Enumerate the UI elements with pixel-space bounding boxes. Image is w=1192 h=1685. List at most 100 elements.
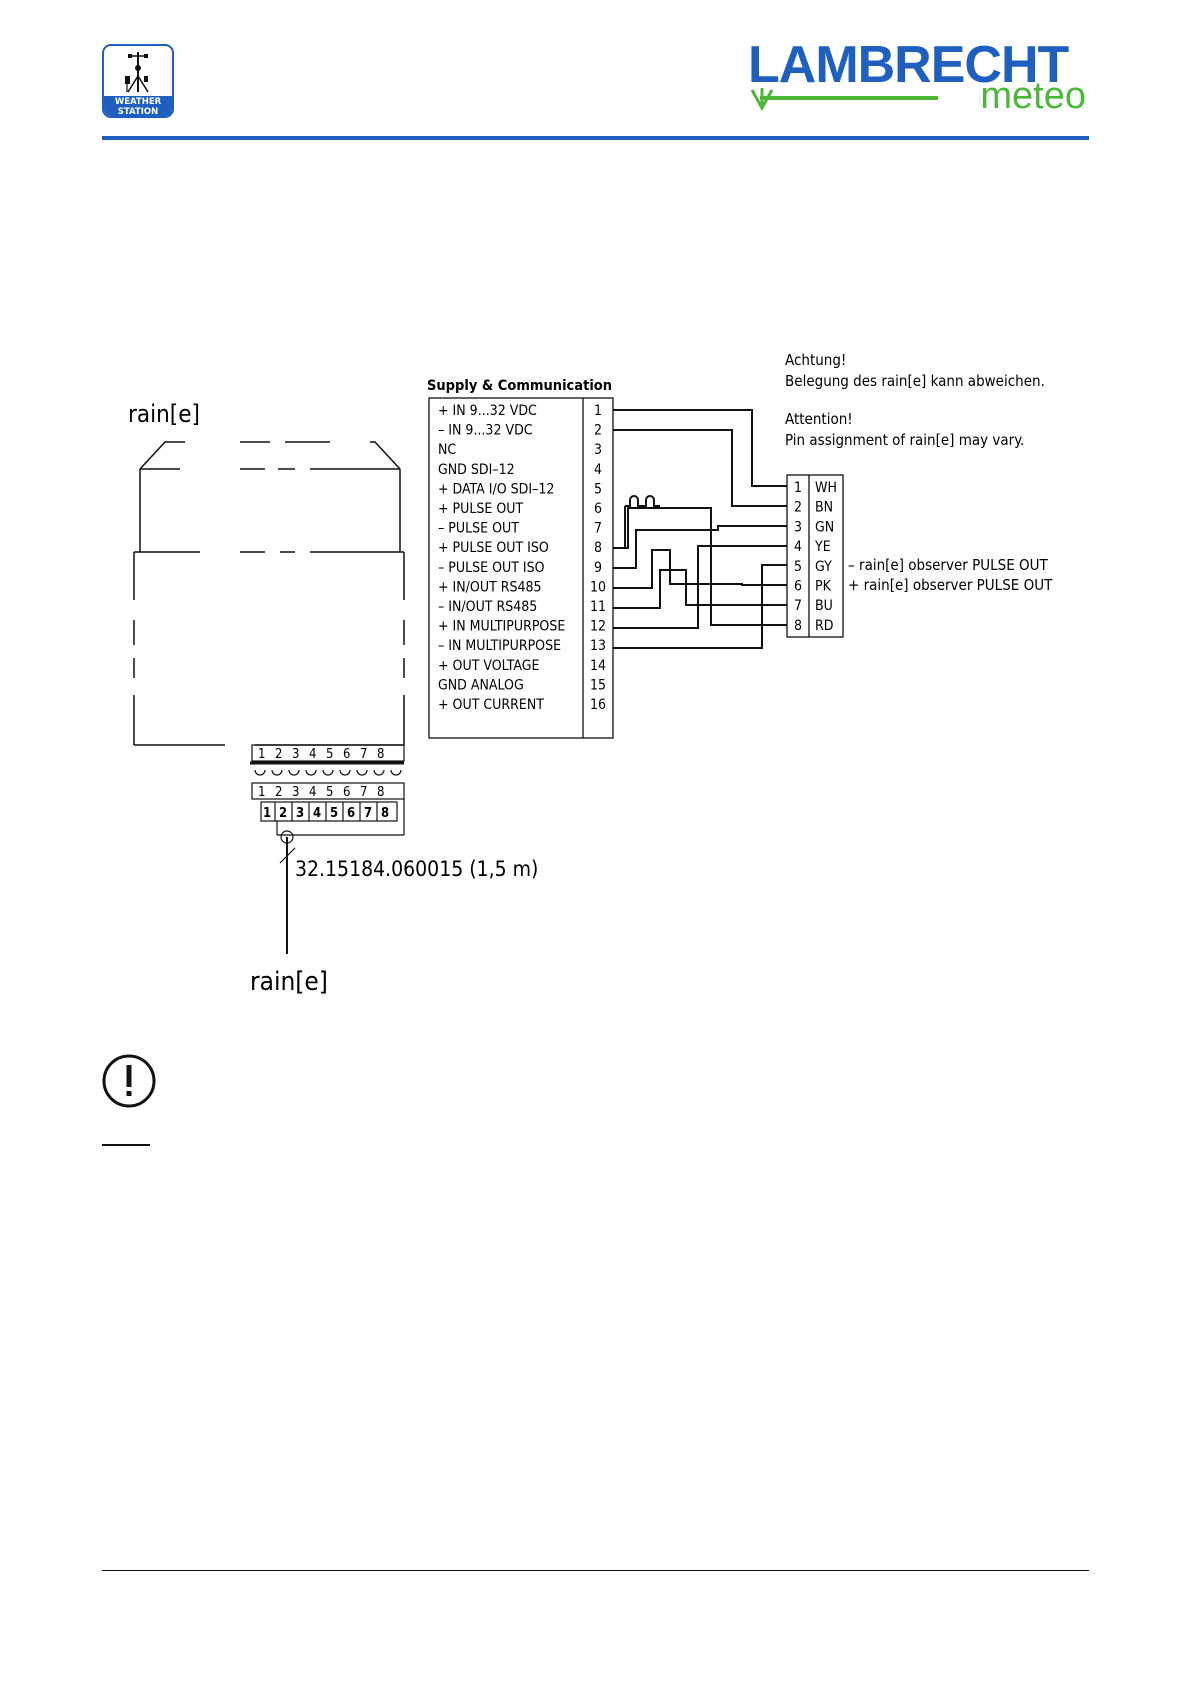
plug-pin-number: 6 [347, 806, 355, 821]
connector-pin-color: PK [815, 579, 832, 595]
terminal-label: GND SDI–12 [438, 462, 515, 478]
terminal-label: + PULSE OUT [438, 501, 523, 517]
plug-pin-number: 2 [279, 806, 287, 821]
plug-pin-number: 4 [309, 785, 316, 800]
plug-pin-numbers-middle: 1 2 3 4 5 6 7 8 [258, 785, 384, 800]
terminal-number: 7 [594, 521, 602, 537]
plug-pin-number: 8 [381, 806, 389, 821]
plug-pin-number: 7 [360, 785, 367, 800]
terminal-label: – IN MULTIPURPOSE [438, 638, 561, 654]
plug-pin-number: 3 [292, 785, 299, 800]
terminal-label: + DATA I/O SDI–12 [438, 481, 554, 497]
plug-pin-number: 2 [275, 747, 282, 762]
plug-pin-number: 5 [326, 747, 333, 762]
plug-pin-number: 6 [343, 747, 350, 762]
terminal-label: – IN 9...32 VDC [438, 423, 533, 439]
connector-pin-number: 3 [794, 519, 802, 535]
brand-primary: LAMBRECHT [748, 36, 1069, 94]
plug-pin-number: 3 [296, 806, 304, 821]
sensor-plug [250, 744, 405, 954]
brand-underline [750, 88, 938, 112]
connector-block [786, 474, 844, 638]
plug-pin-number: 6 [343, 785, 350, 800]
connector-pin-number: 7 [794, 598, 802, 614]
plug-pin-number: 7 [360, 747, 367, 762]
exclamation-circle-icon [102, 1054, 156, 1108]
terminal-label: + IN/OUT RS485 [438, 579, 542, 595]
terminal-number: 10 [590, 579, 606, 595]
terminal-label: – PULSE OUT ISO [438, 560, 545, 576]
badge-label: WEATHER STATION [104, 96, 172, 117]
connector-pin-color: BU [815, 598, 833, 614]
pin5-note: – rain[e] observer PULSE OUT [848, 556, 1049, 574]
terminal-label: + OUT VOLTAGE [438, 658, 539, 674]
plug-pin-number: 1 [258, 747, 265, 762]
terminal-number: 16 [590, 697, 606, 713]
plug-pin-numbers-lower: 1 2 3 4 5 6 7 8 [263, 806, 389, 821]
weather-station-icon [125, 52, 149, 93]
plug-pin-numbers-upper: 1 2 3 4 5 6 7 8 [258, 747, 384, 762]
plug-pin-number: 1 [258, 785, 265, 800]
terminal-number: 3 [594, 442, 602, 458]
cable-part-number: 32.15184.060015 (1,5 m) [295, 857, 538, 881]
footer-rule [102, 1570, 1089, 1571]
sensor-label-bottom: rain[e] [250, 967, 328, 997]
terminal-number: 11 [590, 599, 606, 615]
connector-pin-color: WH [815, 480, 837, 496]
wires [613, 409, 787, 649]
terminal-label: – IN/OUT RS485 [438, 599, 537, 615]
terminal-number: 5 [594, 481, 602, 497]
plug-pin-number: 3 [292, 747, 299, 762]
terminal-label: + IN MULTIPURPOSE [438, 619, 565, 635]
connector-pin-color: GN [815, 519, 834, 535]
pin6-note: + rain[e] observer PULSE OUT [848, 576, 1053, 594]
terminal-block-title: Supply & Communication [427, 378, 612, 394]
note-en-text: Pin assignment of rain[e] may vary. [785, 431, 1024, 449]
plug-pin-number: 7 [364, 806, 372, 821]
plug-pin-number: 1 [263, 806, 271, 821]
warning-underline [102, 1144, 150, 1146]
connector-pin-number: 1 [794, 480, 802, 496]
note-de-text: Belegung des rain[e] kann abweichen. [785, 372, 1045, 390]
terminal-number: 14 [590, 658, 606, 674]
connector-pin-number: 8 [794, 618, 802, 634]
plug-pin-number: 4 [313, 806, 321, 821]
plug-pin-number: 8 [377, 785, 384, 800]
terminal-number: 15 [590, 677, 606, 693]
brand-logo: LAMBRECHT meteo [748, 38, 1090, 118]
terminal-number: 6 [594, 501, 602, 517]
terminal-number: 4 [594, 462, 602, 478]
terminal-label: + IN 9...32 VDC [438, 403, 537, 419]
connector-pin-number: 4 [794, 539, 802, 555]
weather-station-badge: WEATHER STATION [102, 44, 174, 118]
plug-pin-number: 5 [330, 806, 338, 821]
sensor-label-top: rain[e] [128, 400, 200, 428]
header-rule [102, 136, 1089, 140]
terminal-number: 12 [590, 619, 606, 635]
connector-pin-color: GY [815, 559, 832, 575]
connector-pin-color: BN [815, 500, 833, 516]
terminal-label: + PULSE OUT ISO [438, 540, 549, 556]
header: WEATHER STATION LAMBRECHT meteo [0, 0, 1192, 145]
note-en-title: Attention! [785, 410, 853, 428]
wiring-diagram: Achtung! Belegung des rain[e] kann abwei… [128, 351, 1053, 997]
terminal-number: 9 [594, 560, 602, 576]
connector-pin-color: YE [814, 539, 831, 555]
plug-socket-arcs [254, 769, 402, 776]
badge-line1: WEATHER [114, 97, 162, 107]
terminal-label: GND ANALOG [438, 677, 524, 693]
badge-line2: STATION [117, 107, 159, 117]
terminal-label: NC [438, 442, 456, 458]
terminal-label: + OUT CURRENT [438, 697, 544, 713]
plug-pin-number: 5 [326, 785, 333, 800]
terminal-number: 2 [594, 423, 602, 439]
brand-secondary: meteo [980, 75, 1086, 117]
terminal-number: 8 [594, 540, 602, 556]
connector-pin-color: RD [815, 618, 833, 634]
plug-pin-number: 8 [377, 747, 384, 762]
note-de-title: Achtung! [785, 351, 846, 369]
connector-pin-number: 2 [794, 500, 802, 516]
sensor-body [133, 441, 405, 746]
